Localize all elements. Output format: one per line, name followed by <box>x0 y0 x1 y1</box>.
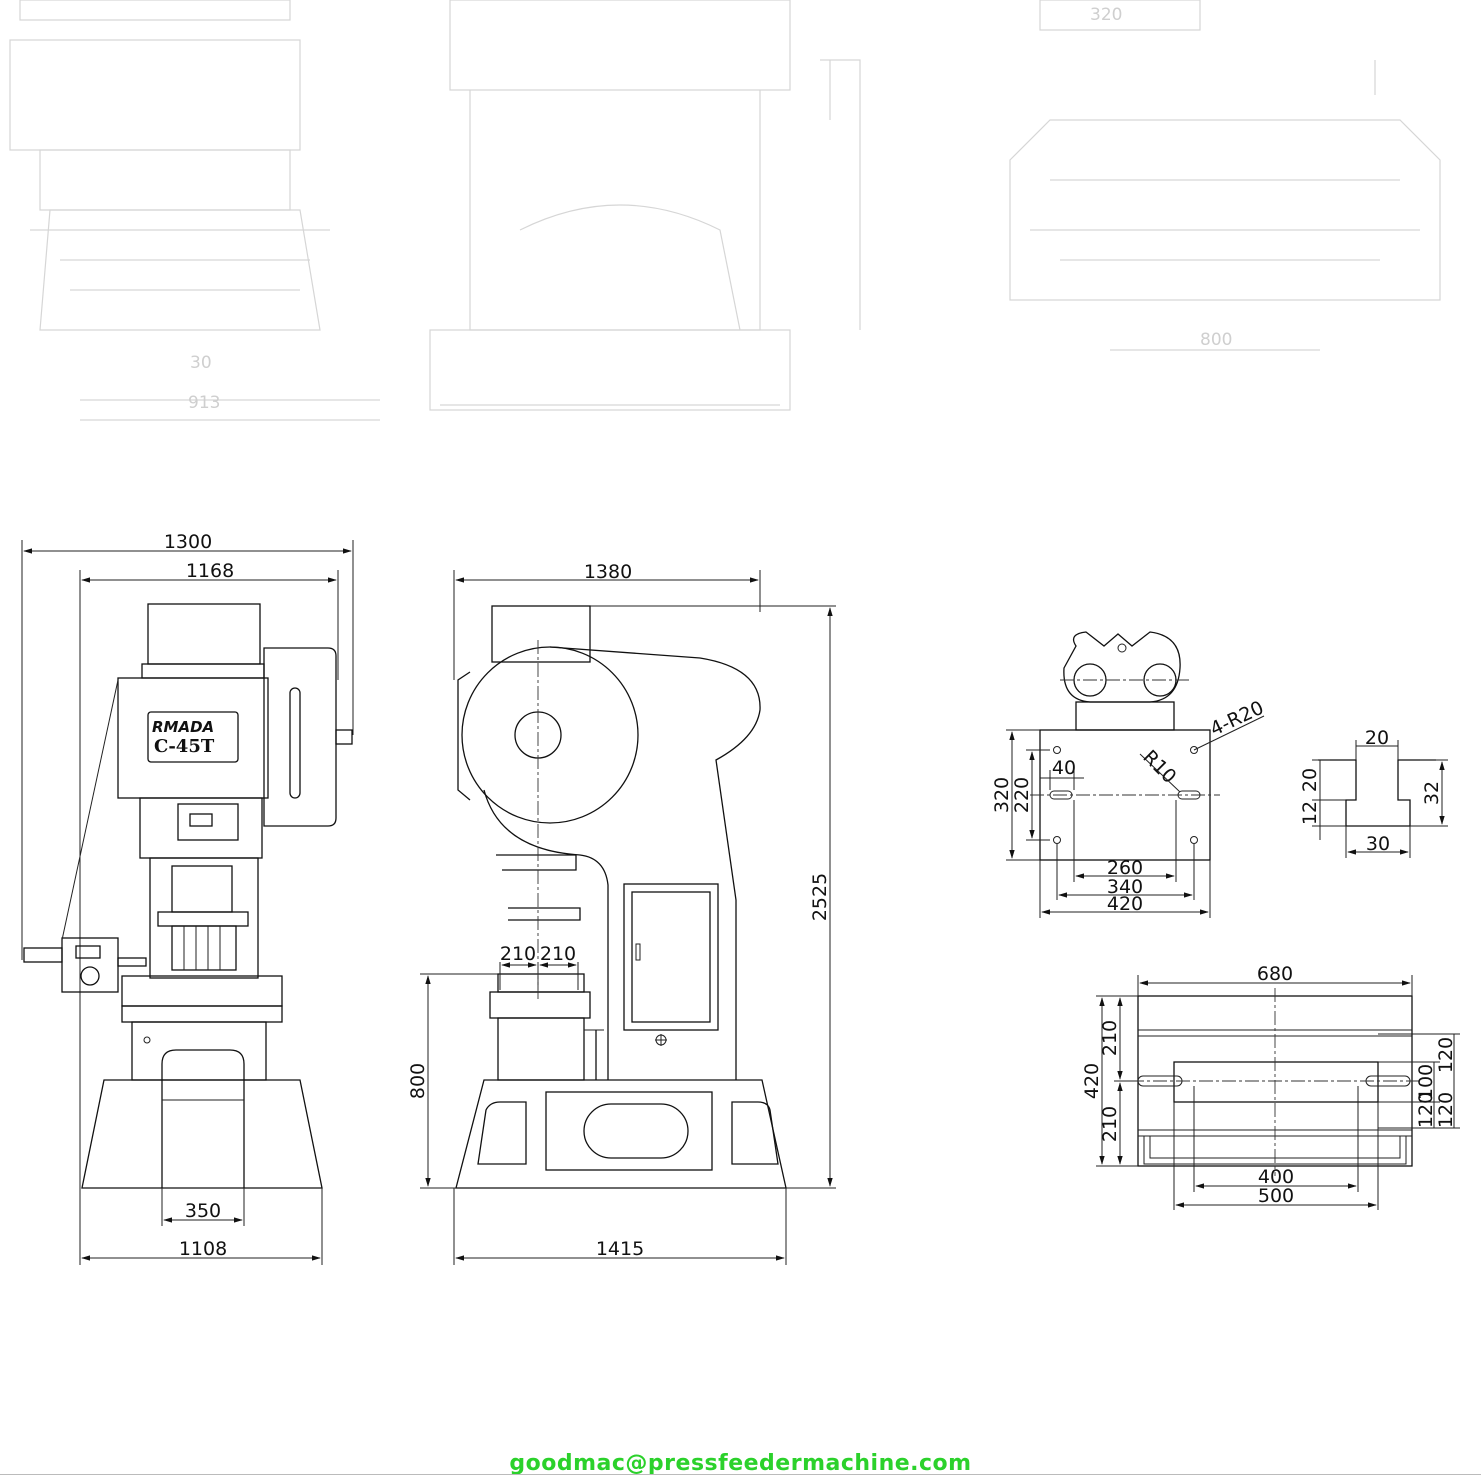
tslot-detail: 20 20 12 32 30 <box>1299 727 1448 858</box>
dim-ram-left: 210 <box>500 943 536 965</box>
dim-pitch-inner: 260 <box>1107 857 1143 879</box>
dim-slot-a: 120 <box>1435 1037 1457 1073</box>
dim-pitch-outer: 340 <box>1107 876 1143 898</box>
nameplate-brand: RMADA <box>152 718 214 736</box>
ghost-label: 320 <box>1090 5 1122 25</box>
dim-top-width: 20 <box>1365 727 1389 749</box>
dim-radius-slot: R10 <box>1138 746 1180 788</box>
dim-slot-c: 120 <box>1415 1092 1437 1128</box>
dim-body-width: 1168 <box>186 560 234 582</box>
ghost-label: 800 <box>1200 330 1232 350</box>
dim-step-lower: 12 <box>1299 801 1321 825</box>
side-view: 1380 2525 800 <box>407 561 836 1265</box>
dim-overall-depth: 1380 <box>584 561 632 583</box>
dim-half-lower: 210 <box>1099 1106 1121 1142</box>
dim-base-width: 1108 <box>179 1238 227 1260</box>
dim-slot-pitch: 400 <box>1258 1166 1294 1188</box>
ghost-drawing: 30 913 320 800 <box>9 0 1441 421</box>
dim-bolster-depth: 420 <box>1081 1063 1103 1099</box>
dim-overall-width: 1300 <box>164 531 212 553</box>
dim-half-upper: 210 <box>1099 1020 1121 1056</box>
dim-bed-opening: 350 <box>185 1200 221 1222</box>
dim-width: 420 <box>1107 893 1143 915</box>
nameplate-model: C-45T <box>154 736 215 757</box>
dim-height-inner: 220 <box>1011 777 1033 813</box>
bolster-detail: 680 420 210 210 120 100 120 120 400 500 <box>1081 963 1460 1210</box>
dim-depth: 32 <box>1421 781 1443 805</box>
ghost-label: 913 <box>188 393 220 413</box>
dim-step-upper: 20 <box>1299 768 1321 792</box>
dim-radius-holes: 4-R20 <box>1207 697 1267 741</box>
dim-slot-d: 120 <box>1435 1092 1457 1128</box>
dim-bolster-width: 680 <box>1257 963 1293 985</box>
dim-slot-b: 100 <box>1415 1064 1437 1100</box>
ghost-label: 30 <box>190 353 212 373</box>
dim-slot-len: 40 <box>1052 757 1076 779</box>
footer-email[interactable]: goodmac@pressfeedermachine.com <box>509 1451 972 1476</box>
dim-slot-span: 500 <box>1258 1185 1294 1207</box>
dim-ram-right: 210 <box>540 943 576 965</box>
slide-detail: 4-R20 R10 40 320 220 260 340 420 <box>991 631 1267 918</box>
dim-base-depth: 1415 <box>596 1238 644 1260</box>
front-view: 1300 1168 RMADA C-45T <box>21 531 354 1265</box>
dim-height-outer: 320 <box>991 777 1013 813</box>
dim-bed-height: 800 <box>407 1063 429 1099</box>
dim-bottom-width: 30 <box>1366 833 1390 855</box>
footer-divider <box>0 1474 1481 1475</box>
dim-height: 2525 <box>809 873 831 921</box>
